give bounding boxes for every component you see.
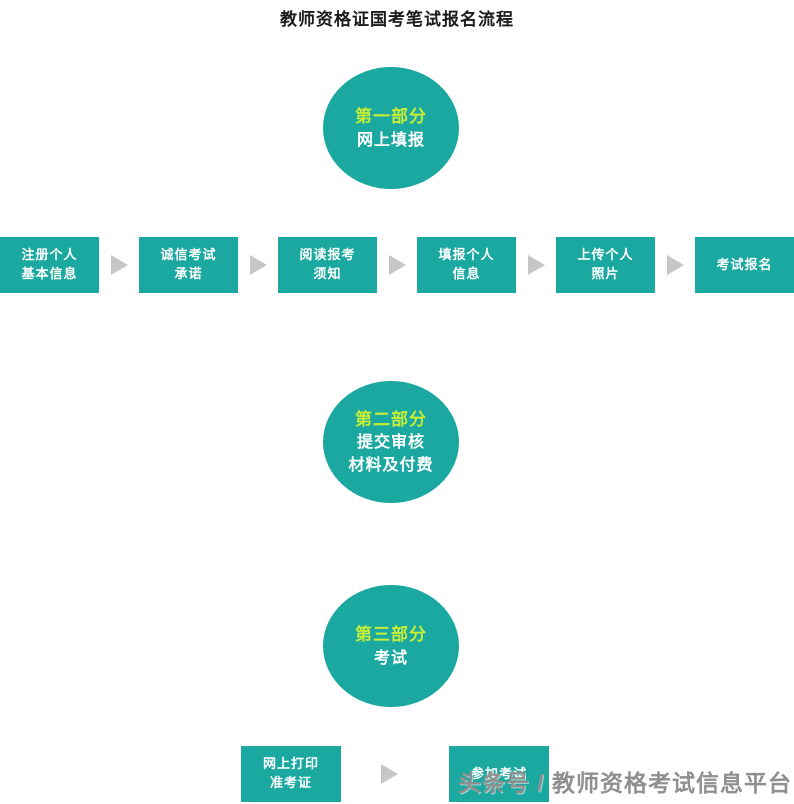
arrow-right-icon [666,255,684,275]
step-line: 注册个人 [21,247,78,263]
step-line: 填报个人 [438,247,495,263]
part3-label: 第三部分 [355,625,427,645]
step-line: 基本信息 [21,266,78,281]
arrow-right-icon [110,255,128,275]
arrow-right-icon [388,255,406,275]
part1-sublabel: 网上填报 [356,131,425,149]
arrow-right-icon [381,764,398,784]
step-line: 信息 [452,266,481,281]
arrow-right-icon [249,255,267,275]
part2-label: 第二部分 [355,409,427,429]
step-read-notice: 阅读报考 须知 [278,237,377,293]
step-fill-info: 填报个人 信息 [417,237,516,293]
part3-sublabel: 考试 [373,649,408,667]
step-upload-photo: 上传个人 照片 [556,237,655,293]
page-title: 教师资格证国考笔试报名流程 [280,10,514,29]
part1-label: 第一部分 [355,107,427,127]
step-line: 上传个人 [577,247,634,263]
step-line: 网上打印 [262,756,319,772]
step-register: 注册个人 基本信息 [0,237,99,293]
step-honesty-pledge: 诚信考试 承诺 [139,237,238,293]
step-line: 照片 [591,266,620,281]
part1-ellipse: 第一部分 网上填报 [323,67,459,189]
step-line: 承诺 [174,266,203,281]
step-line: 考试报名 [716,256,773,272]
step-exam-signup: 考试报名 [695,237,794,293]
step-line: 须知 [313,266,342,281]
part2-ellipse: 第二部分 提交审核 材料及付费 [323,381,459,503]
watermark-text: 头条号 / 教师资格考试信息平台 [457,770,792,796]
step-line: 阅读报考 [299,247,356,263]
arrow-right-icon [527,255,545,275]
part1-step-row: 注册个人 基本信息 诚信考试 承诺 阅读报考 须知 填报个人 信息 上传个人 照… [0,237,794,293]
part3-ellipse: 第三部分 考试 [323,585,459,707]
step-take-exam: 参加考试 [449,746,549,802]
part2-subline: 提交审核 [356,434,425,452]
part2-subline: 材料及付费 [348,456,434,474]
step-line: 参加考试 [470,765,527,781]
step-print-admission-ticket: 网上打印 准考证 [241,746,341,802]
step-line: 准考证 [269,775,312,790]
step-line: 诚信考试 [160,247,217,263]
